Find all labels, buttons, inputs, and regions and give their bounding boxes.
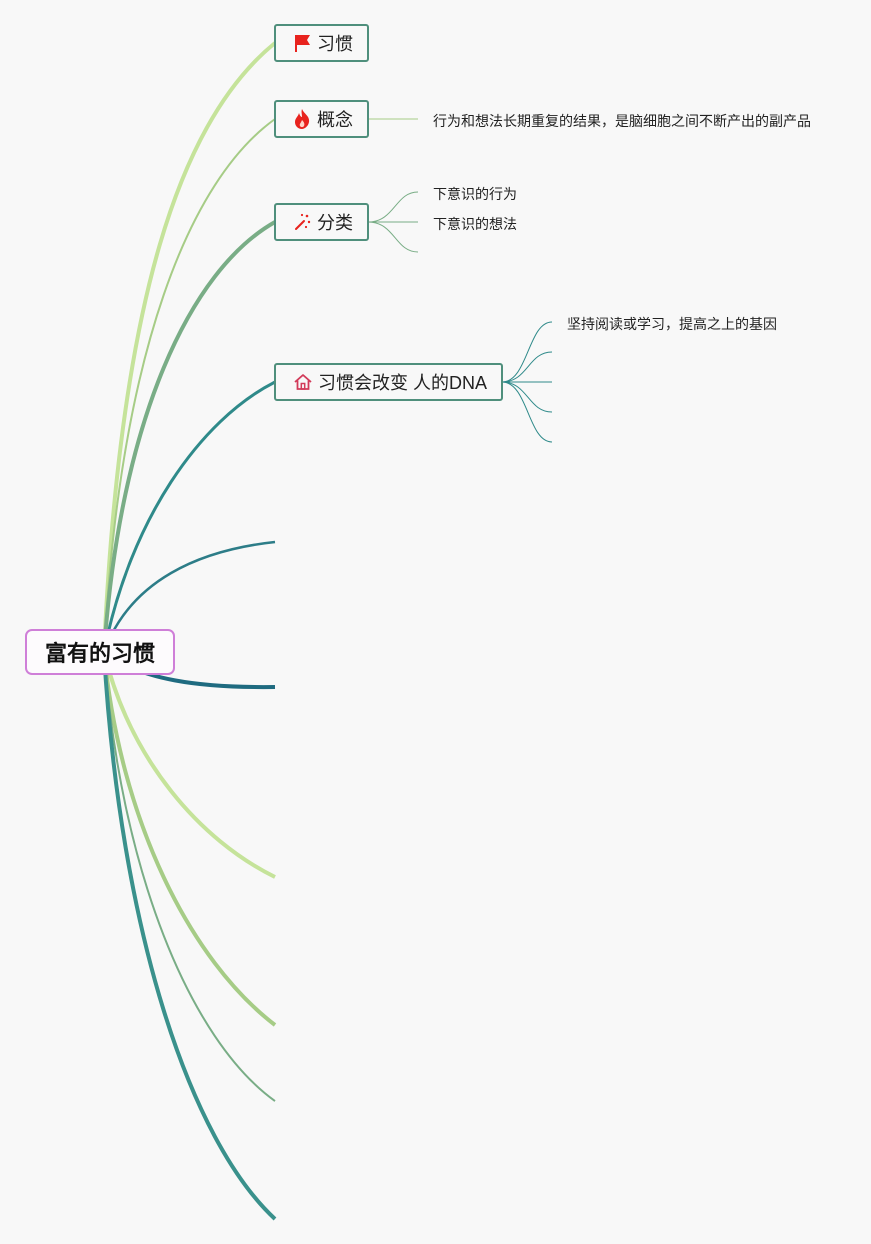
leaf-category-thought[interactable]: 下意识的想法	[433, 216, 517, 232]
leaf-line-category-1	[367, 191, 419, 223]
branch-label-concept: 概念	[317, 110, 353, 130]
branch-node-category[interactable]: 分类	[274, 203, 369, 241]
leaf-line-dna-4	[501, 381, 553, 413]
branch-node-concept[interactable]: 概念	[274, 100, 369, 138]
branch-line-dna	[102, 380, 276, 653]
flag-icon	[291, 32, 313, 54]
branch-line-category	[102, 220, 276, 653]
leaf-dna-reading[interactable]: 坚持阅读或学习，提高之上的基因	[567, 316, 777, 332]
branch-line-empty-3	[102, 651, 276, 879]
leaf-line-dna-1	[501, 321, 553, 383]
branch-node-dna[interactable]: 习惯会改变 人的DNA	[274, 363, 503, 401]
house-icon	[292, 371, 314, 393]
root-node[interactable]: 富有的习惯	[25, 629, 175, 675]
branch-line-empty-6	[102, 651, 277, 1221]
magic-wand-icon	[291, 211, 313, 233]
leaf-line-dna-5	[501, 381, 553, 443]
branch-label-habit: 习惯	[317, 34, 353, 54]
leaf-line-category-3	[367, 221, 419, 253]
branch-node-habit[interactable]: 习惯	[274, 24, 369, 62]
branch-line-empty-1	[102, 540, 276, 653]
branch-label-dna: 习惯会改变 人的DNA	[318, 373, 488, 393]
fire-icon	[291, 108, 313, 130]
branch-line-concept	[103, 118, 276, 653]
branch-line-habit	[102, 41, 277, 653]
root-label: 富有的习惯	[44, 641, 155, 666]
branch-line-empty-5	[103, 651, 276, 1102]
leaf-concept-definition[interactable]: 行为和想法长期重复的结果，是脑细胞之间不断产出的副产品	[433, 113, 811, 129]
branch-label-category: 分类	[317, 213, 353, 233]
branch-line-empty-4	[102, 651, 277, 1027]
leaf-category-behavior[interactable]: 下意识的行为	[433, 186, 517, 202]
leaf-line-dna-2	[501, 351, 553, 383]
